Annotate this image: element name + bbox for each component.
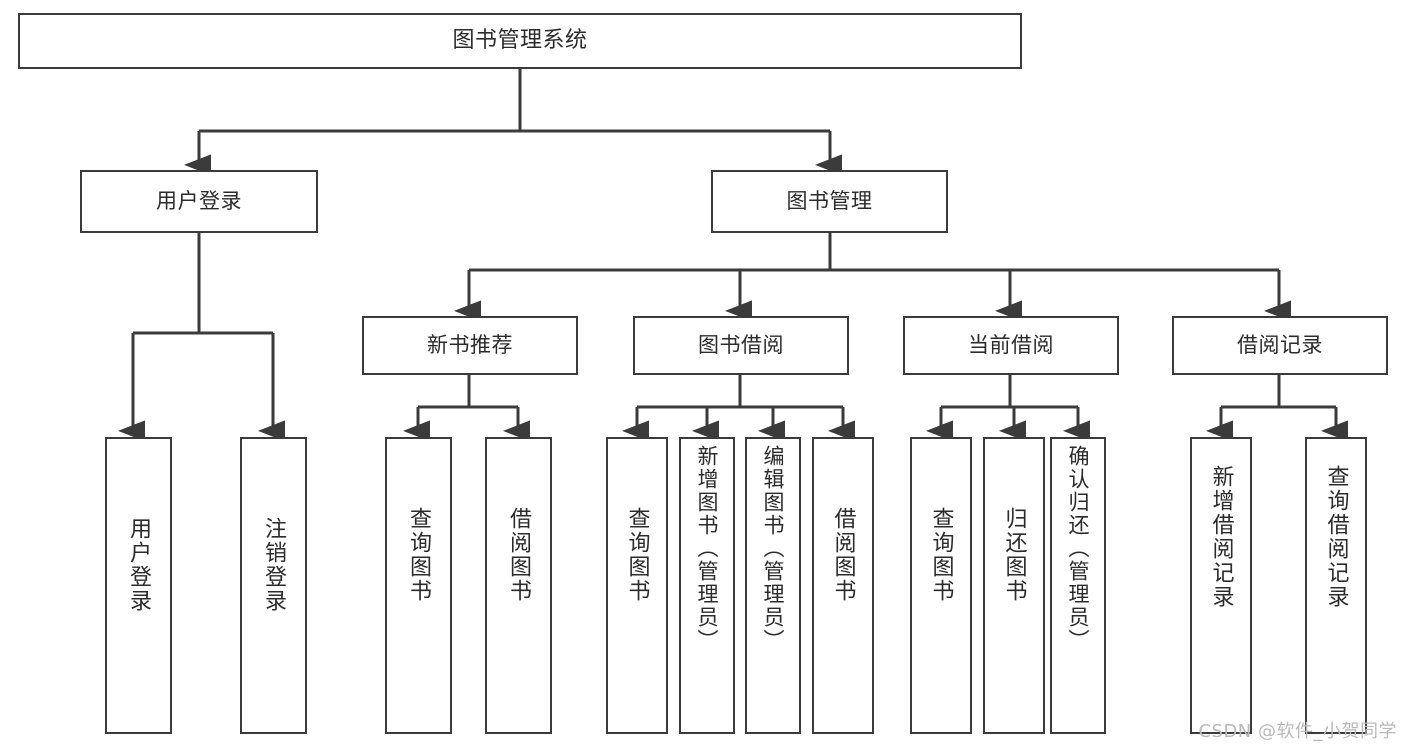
node-leaf-query-book-borrow[interactable]: 查询图书: [606, 437, 668, 734]
node-leaf-user-logout-label: 注销登录: [261, 517, 287, 613]
node-root[interactable]: 图书管理系统: [18, 13, 1022, 69]
node-leaf-return-book[interactable]: 归还图书: [983, 437, 1045, 734]
node-book-borrow[interactable]: 图书借阅: [633, 316, 849, 375]
node-book-manage[interactable]: 图书管理: [711, 170, 948, 233]
node-leaf-add-record-label: 新增借阅记录: [1208, 465, 1234, 609]
node-leaf-query-book-rec[interactable]: 查询图书: [385, 437, 452, 734]
node-current-borrow-label: 当前借阅: [968, 333, 1054, 358]
node-current-borrow[interactable]: 当前借阅: [903, 316, 1119, 375]
node-leaf-borrow-book[interactable]: 借阅图书: [812, 437, 874, 734]
node-leaf-query-record[interactable]: 查询借阅记录: [1305, 437, 1367, 734]
node-leaf-add-book[interactable]: 新增图书（管理员）: [679, 437, 735, 734]
node-leaf-edit-book-label: 编辑图书（管理员）: [761, 445, 786, 652]
watermark-text: CSDN @软件_小贺同学: [1198, 721, 1397, 742]
node-leaf-borrow-book-rec[interactable]: 借阅图书: [485, 437, 552, 734]
node-leaf-user-login[interactable]: 用户登录: [105, 437, 172, 734]
node-book-borrow-label: 图书借阅: [698, 333, 784, 358]
node-root-label: 图书管理系统: [452, 28, 588, 54]
node-user-login[interactable]: 用户登录: [80, 170, 318, 233]
node-leaf-return-book-label: 归还图书: [1001, 507, 1027, 603]
node-user-login-label: 用户登录: [156, 189, 242, 214]
node-new-book-recommend[interactable]: 新书推荐: [362, 316, 578, 375]
node-leaf-query-book-borrow-label: 查询图书: [624, 507, 650, 603]
node-leaf-confirm-return-label: 确认归还（管理员）: [1066, 445, 1091, 652]
node-leaf-query-book-cur-label: 查询图书: [928, 507, 954, 603]
node-leaf-add-book-label: 新增图书（管理员）: [695, 445, 720, 652]
node-leaf-query-record-label: 查询借阅记录: [1323, 465, 1349, 609]
node-leaf-borrow-book-label: 借阅图书: [830, 507, 856, 603]
node-book-manage-label: 图书管理: [786, 189, 873, 214]
node-leaf-borrow-book-rec-label: 借阅图书: [506, 507, 532, 603]
node-leaf-user-login-label: 用户登录: [126, 517, 152, 613]
node-leaf-query-book-cur[interactable]: 查询图书: [910, 437, 972, 734]
node-leaf-user-logout[interactable]: 注销登录: [240, 437, 307, 734]
node-leaf-query-book-rec-label: 查询图书: [406, 507, 432, 603]
node-borrow-record-label: 借阅记录: [1237, 333, 1323, 358]
node-leaf-edit-book[interactable]: 编辑图书（管理员）: [745, 437, 801, 734]
node-leaf-confirm-return[interactable]: 确认归还（管理员）: [1050, 437, 1106, 734]
node-borrow-record[interactable]: 借阅记录: [1172, 316, 1388, 375]
node-new-book-recommend-label: 新书推荐: [427, 333, 513, 358]
node-leaf-add-record[interactable]: 新增借阅记录: [1190, 437, 1252, 734]
